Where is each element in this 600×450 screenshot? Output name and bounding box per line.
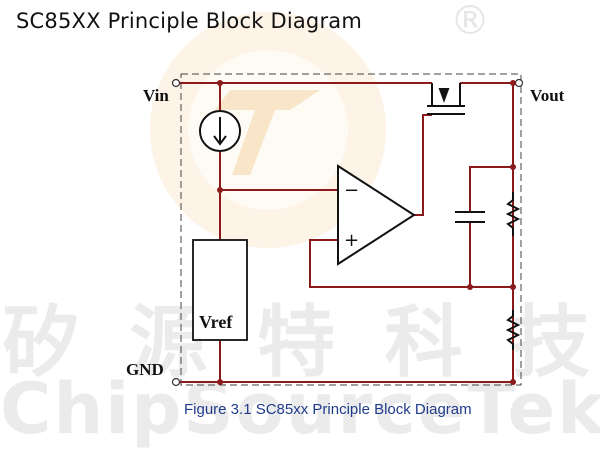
watermark-char: 科 bbox=[384, 297, 471, 388]
ic-boundary bbox=[180, 73, 522, 386]
opamp-plus-sign: + bbox=[344, 230, 359, 251]
vout-terminal bbox=[514, 78, 524, 88]
gnd-label: GND bbox=[126, 360, 164, 379]
junction-dot bbox=[217, 187, 223, 193]
feedback-wire bbox=[309, 239, 513, 288]
junction-dot bbox=[510, 284, 516, 290]
vin-label: Vin bbox=[143, 86, 169, 105]
junction-dot bbox=[510, 379, 516, 385]
junction-dot bbox=[217, 379, 223, 385]
junction-dot bbox=[467, 284, 473, 290]
junction-dot bbox=[510, 80, 516, 86]
amp-output-wire bbox=[414, 114, 432, 216]
resistor-lower bbox=[505, 310, 521, 350]
vref-block bbox=[192, 239, 248, 341]
watermark-chinese: 矽 源 特 科 技 bbox=[2, 280, 598, 392]
gnd-terminal bbox=[171, 377, 181, 387]
op-amp bbox=[337, 164, 416, 266]
junction-dot bbox=[510, 164, 516, 170]
vref-label: Vref bbox=[199, 312, 233, 332]
cap-top-wire bbox=[469, 166, 513, 212]
figure-caption: Figure 3.1 SC85xx Principle Block Diagra… bbox=[184, 401, 472, 418]
current-source bbox=[199, 110, 241, 152]
resistor-upper bbox=[505, 192, 521, 236]
junctions bbox=[217, 80, 516, 385]
pass-transistor bbox=[427, 83, 465, 115]
vout-label: Vout bbox=[530, 86, 565, 105]
opamp-minus-sign: − bbox=[344, 180, 359, 201]
registered-mark: ® bbox=[450, 0, 490, 44]
watermark-char: 特 bbox=[256, 297, 343, 388]
vin-terminal bbox=[171, 78, 181, 88]
junction-dot bbox=[217, 80, 223, 86]
capacitor bbox=[455, 211, 485, 223]
watermark-char: 技 bbox=[511, 297, 598, 388]
watermark-char: 矽 bbox=[2, 297, 89, 388]
page-title: SC85XX Principle Block Diagram bbox=[16, 9, 363, 33]
